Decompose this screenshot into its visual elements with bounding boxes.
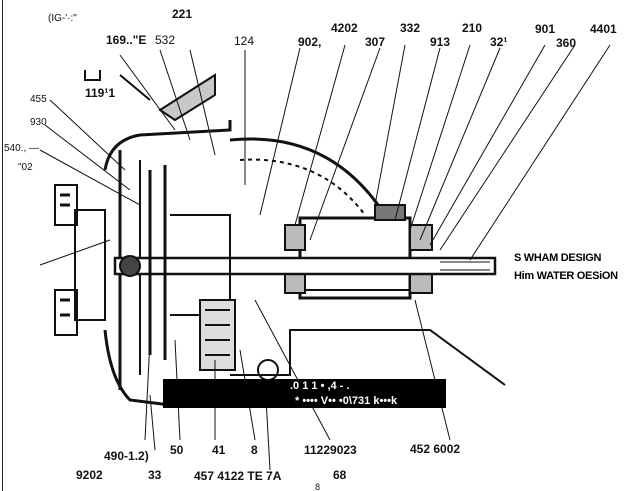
callout-930: 930 — [30, 117, 47, 128]
callout-210: 210 — [462, 21, 483, 35]
black-redaction-bar — [163, 379, 446, 408]
callout-11229023: 11229023 — [304, 443, 357, 457]
callout-901: 901 — [535, 22, 556, 36]
callout-332: 332 — [400, 21, 421, 35]
callout-540: 540., — — [4, 143, 40, 154]
shaft — [39, 239, 497, 276]
side-text-design-2: Him WATER OESiON — [514, 270, 618, 282]
bar-text-line-2: * •••• V•• •0\731 k•••k — [295, 395, 398, 407]
callout-68: 68 — [333, 468, 347, 482]
callout-169e: 169.."E — [106, 33, 147, 47]
leader-lines — [39, 44, 611, 471]
callout-321: 32¹ — [490, 35, 508, 49]
seal-area — [199, 299, 279, 381]
bearing-housing — [284, 204, 433, 300]
callout-457-4122: 457 4122 TE 7A — [194, 469, 282, 483]
callout-902: 902, — [298, 35, 322, 49]
callout-4401: 4401 — [590, 22, 617, 36]
callout-50: 50 — [170, 443, 184, 457]
callout-8: 8 — [251, 443, 258, 457]
bar-text-line-1: .0 1 1 • ,4 - . — [290, 380, 350, 392]
left-border-line — [2, 0, 3, 491]
callout-02: "02 — [18, 162, 33, 173]
callout-ig: (IG-'·:" — [48, 13, 77, 24]
callout-4202: 4202 — [331, 21, 358, 35]
callout-9202: 9202 — [76, 468, 103, 482]
callout-8-bottom: 8 — [315, 482, 321, 491]
callout-33: 33 — [148, 468, 162, 482]
top-left-fitting — [84, 70, 151, 101]
callout-221: 221 — [172, 7, 193, 21]
side-text-design-1: S WHAM DESIGN — [514, 252, 602, 264]
suction-flange — [54, 184, 106, 336]
callout-1191: 119¹1 — [82, 86, 130, 102]
callout-532: 532 — [155, 33, 176, 47]
callout-360: 360 — [556, 36, 577, 50]
callout-124: 124 — [234, 34, 255, 48]
callout-452-6002: 452 6002 — [410, 442, 461, 456]
callout-41: 41 — [212, 443, 226, 457]
callout-455: 455 — [30, 94, 47, 105]
callout-490: 490-1.2) — [104, 449, 149, 463]
callout-307: 307 — [365, 35, 386, 49]
callout-913: 913 — [430, 35, 451, 49]
